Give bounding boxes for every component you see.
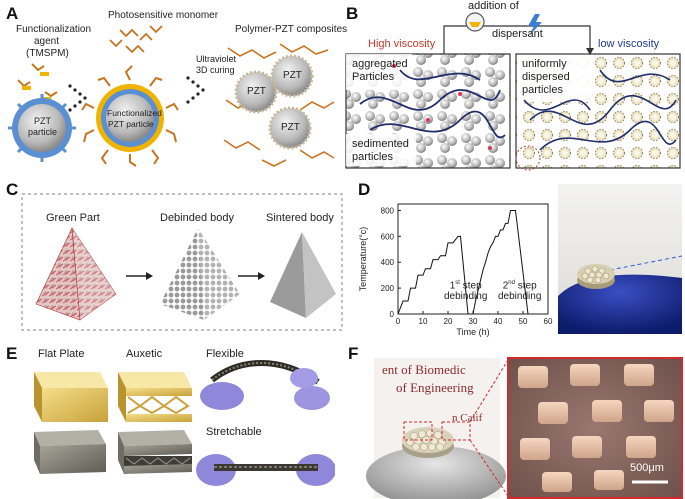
tmspm-molecule-icon: [17, 63, 58, 101]
first-step-number: 1: [449, 280, 456, 292]
pzt-particle-label-2: particle: [28, 127, 58, 137]
first-step-word: step: [459, 280, 482, 292]
stretchable-label: Stretchable: [206, 426, 262, 438]
panel-c-illustration: [21, 193, 343, 331]
sintered-body-pyramid: [270, 232, 336, 318]
y-tick-label: 200: [381, 284, 395, 293]
y-tick-label: 800: [381, 206, 395, 215]
low-viscosity-label: low viscosity: [598, 38, 660, 50]
second-step-number: 2: [502, 280, 509, 292]
bg-text-3: n Calif: [452, 412, 483, 424]
panel-a: A Functionalization agent (TMSPM) Photos…: [0, 0, 347, 170]
composites-label: Polymer-PZT composites: [235, 24, 348, 35]
pzt-label-2: PZT: [283, 70, 302, 81]
addition-label-2: dispersant: [492, 28, 543, 40]
series-line-0: [397, 209, 529, 315]
auxetic-model: [118, 372, 192, 422]
stage-label-sintered: Sintered body: [266, 212, 334, 224]
y-axis-label: Temperature(°c): [358, 227, 368, 292]
functionalized-particle-label-2: PZT particle: [108, 119, 154, 129]
stage-label-green: Green Part: [46, 212, 100, 224]
panel-a-label: A: [6, 4, 19, 23]
second-step-suffix: nd: [508, 280, 515, 286]
first-step-suffix: st: [455, 280, 460, 286]
pzt-label-3: PZT: [281, 122, 300, 133]
addition-label-1: addition of: [468, 0, 519, 12]
dispersed-label-1: uniformly: [522, 58, 567, 70]
flexible-photo: [198, 340, 331, 420]
panel-e: E Flat Plate Auxetic: [0, 340, 335, 499]
functionalized-particle-label-1: Functionalized: [107, 108, 162, 118]
panel-f-illustration: [366, 357, 683, 499]
dispersant-icon: [465, 12, 485, 32]
printed-auxetic: [118, 430, 192, 474]
uv-curing-label-1: Ultraviolet: [196, 54, 237, 64]
sedimented-label-2: particles: [352, 151, 393, 163]
x-axis-label: Time (h): [456, 327, 489, 337]
uv-curing-label-2: 3D curing: [196, 65, 235, 75]
composite-network-icon: [223, 43, 335, 167]
bg-text-1: ent of Biomedic: [382, 362, 466, 377]
panel-b-illustration: [345, 12, 681, 171]
functionalized-particle-icon: [81, 65, 179, 167]
stage-label-debinded: Debinded body: [160, 212, 235, 224]
pzt-particle-icon: [8, 94, 76, 162]
pzt-label-1: PZT: [247, 86, 266, 97]
flexible-label: Flexible: [206, 348, 244, 360]
panel-e-illustration: [34, 340, 335, 496]
flat-plate-model: [34, 372, 108, 422]
printed-part-photo: [558, 184, 682, 334]
panel-f-label: F: [348, 344, 359, 363]
high-viscosity-label: High viscosity: [368, 38, 436, 50]
aggregated-label-2: Particles: [352, 71, 395, 83]
auxetic-label: Auxetic: [126, 348, 163, 360]
first-step-label: 1st step debinding: [444, 278, 487, 302]
green-part-pyramid: [35, 226, 117, 321]
y-tick-label: 0: [390, 310, 395, 319]
dispersed-label-2: dispersed: [522, 71, 570, 83]
micro-pads: [518, 364, 674, 492]
first-step-debinding: debinding: [444, 291, 488, 303]
panel-a-illustration: [8, 25, 335, 167]
pzt-particle-label-1: PZT: [34, 116, 51, 126]
functionalization-agent-label-1: Functionalization: [16, 24, 92, 35]
sedimented-label-1: sedimented: [352, 138, 409, 150]
monomer-icon: [109, 25, 163, 54]
panel-d-label: D: [358, 180, 371, 199]
flat-plate-label: Flat Plate: [38, 348, 85, 360]
second-step-debinding: debinding: [498, 291, 542, 303]
x-tick-label: 40: [494, 317, 503, 326]
x-tick-label: 20: [444, 317, 453, 326]
debinded-body-pyramid: [160, 228, 240, 320]
aggregated-label-1: aggregated: [352, 58, 408, 70]
panel-c: C: [0, 178, 350, 333]
x-tick-label: 0: [396, 317, 401, 326]
functionalization-agent-label-2: agent: [34, 36, 60, 47]
panel-b: B: [340, 0, 685, 172]
panel-b-label: B: [346, 4, 359, 23]
x-tick-label: 30: [469, 317, 478, 326]
panel-e-label: E: [6, 344, 18, 363]
printed-flat-plate: [34, 430, 106, 474]
photosensitive-monomer-label: Photosensitive monomer: [108, 10, 219, 21]
dispersed-label-3: particles: [522, 84, 563, 96]
panel-f: F: [338, 340, 685, 499]
y-tick-label: 600: [381, 232, 395, 241]
panel-c-label: C: [6, 180, 19, 199]
stretchable-photo: [196, 422, 335, 496]
bg-text-2: of Engineering: [396, 380, 474, 395]
second-step-label: 2nd step debinding: [498, 278, 541, 302]
scale-bar-label: 500μm: [630, 462, 664, 474]
x-tick-label: 60: [544, 317, 553, 326]
lightning-icon: [528, 14, 542, 36]
second-step-word: step: [514, 280, 537, 292]
x-tick-label: 10: [419, 317, 428, 326]
y-tick-label: 400: [381, 258, 395, 267]
x-tick-label: 50: [519, 317, 528, 326]
functionalization-agent-label-3: (TMSPM): [26, 48, 69, 59]
